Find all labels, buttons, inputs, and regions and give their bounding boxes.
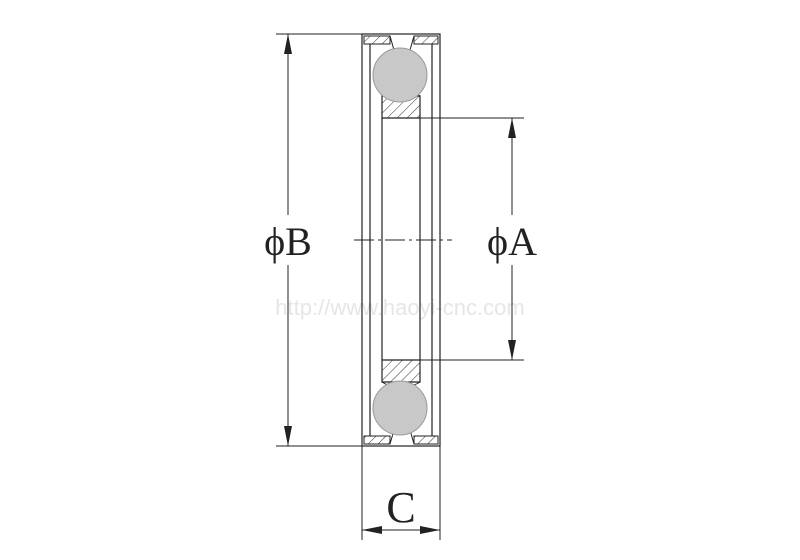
dimension-a-arrow-top xyxy=(508,118,516,138)
ball-bottom xyxy=(372,380,428,436)
watermark-text: http://www.haoyi-cnc.com xyxy=(275,295,524,320)
dimension-b-arrow-bottom xyxy=(284,426,292,446)
dimension-c-arrow-right xyxy=(420,526,440,534)
dimension-c-label: C xyxy=(386,483,415,532)
ball-top xyxy=(372,47,428,103)
dimension-b xyxy=(276,33,362,447)
dimension-a-label: ϕA xyxy=(487,219,537,264)
outer-race-top xyxy=(363,35,439,51)
dimension-b-label: ϕB xyxy=(264,219,312,264)
dimension-b-arrow-top xyxy=(284,34,292,54)
dimension-c-arrow-left xyxy=(362,526,382,534)
dimension-a-arrow-bottom xyxy=(508,340,516,360)
